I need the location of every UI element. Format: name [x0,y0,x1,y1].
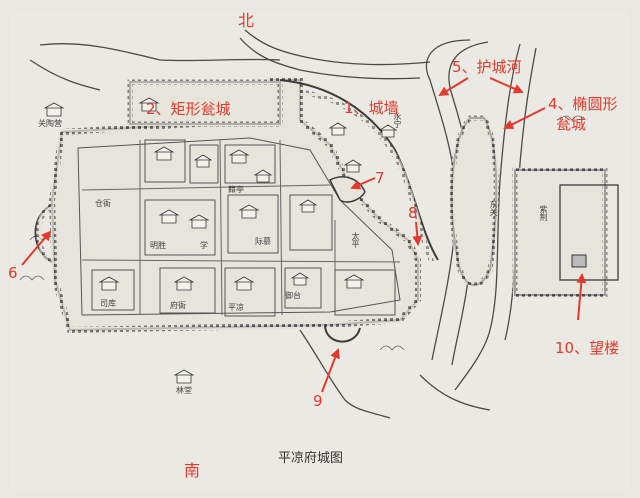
map-caption: 平凉府城图 [278,451,344,466]
label-6: 6 [8,264,18,282]
arrow-moat-right [489,77,524,94]
label-ellipse-wenggu-2: 瓮城 [556,115,587,133]
arrow-6 [21,230,52,266]
map-label-cang-ya: 仓衙 [95,199,111,208]
annotation-arrows [21,77,587,393]
watchtower-building [571,254,587,268]
label-8: 8 [408,204,418,222]
label-ellipse-wenggu-1: 4、椭圆形 [548,95,618,113]
map-label-xue: 学 [200,241,208,250]
arrow-moat-left [438,77,469,97]
label-rect-wenggu: 2、矩形瓮城 [146,100,231,118]
ellipse-wenggu [449,115,499,288]
city-wall [34,77,439,343]
arrow-7 [350,177,376,190]
compass-south: 南 [184,461,201,480]
arrow-ellipse [503,107,546,129]
map-label-ming-sheng: 明胜 [150,241,166,250]
map-label-yu-tai: 御台 [285,291,301,300]
map-label-fu-ya: 府衙 [170,301,186,310]
label-watchtower: 10、望楼 [555,339,620,357]
map-label-ji-ting: 籍亭 [228,185,244,194]
map-label-ji-mu: 际慕 [255,237,271,246]
buildings [43,97,398,384]
label-9: 9 [313,392,323,410]
streets [81,139,401,316]
map-label-si-ku: 司库 [100,299,116,308]
arrow-9 [321,348,340,393]
east-enclosure [512,167,619,298]
map-label-yong-ning: 永宁 [393,112,402,128]
arrow-10 [576,273,587,321]
map-label-ping-liang: 平凉 [228,303,244,312]
label-moat: 5、护城河 [452,58,522,76]
map-label-dong-guan: 东关 [489,200,498,216]
label-city-wall: 1、城墙 [344,99,399,117]
map-label-guan-tao-ying: 关陶营 [38,119,62,128]
compounds [91,139,396,317]
map-label-zi-jin: 紫荆 [539,205,548,221]
label-7: 7 [375,169,385,187]
map-label-tai-ping: 太平 [351,232,360,248]
compass-north: 北 [238,11,255,30]
map-label-lin-tang: 林堂 [176,386,192,395]
arrow-8 [412,221,423,246]
